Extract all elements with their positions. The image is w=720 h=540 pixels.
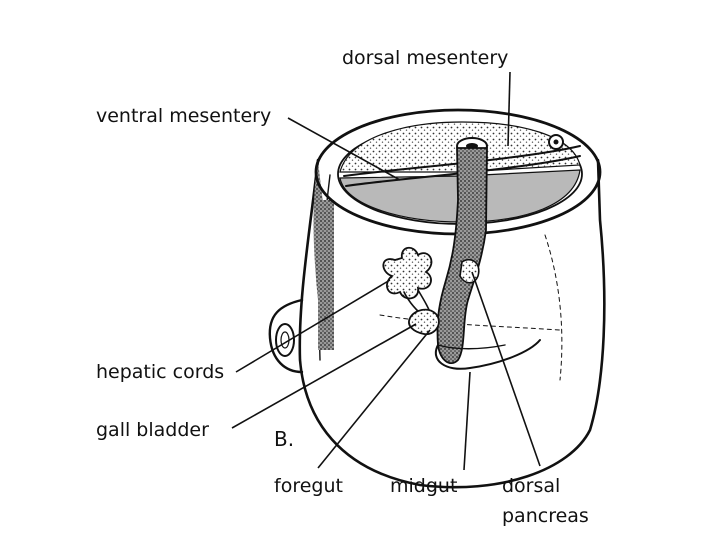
leader-lines [231, 71, 541, 471]
label-hepatic-cords: hepatic cords [96, 361, 224, 383]
label-dorsal-mesentery: dorsal mesentery [342, 47, 508, 69]
label-foregut: foregut [274, 475, 343, 497]
gall-bladder [408, 308, 440, 336]
label-gall-bladder: gall bladder [96, 419, 209, 441]
label-dorsal-pancreas-line2: pancreas [502, 505, 589, 527]
label-ventral-mesentery: ventral mesentery [96, 105, 271, 127]
label-midgut: midgut [390, 475, 457, 497]
label-dorsal-pancreas-line1: dorsal [502, 475, 560, 497]
gut-tube [435, 137, 541, 370]
panel-letter: B. [274, 427, 294, 451]
dorsal-pancreas [459, 258, 480, 284]
hepatic-cords [382, 246, 433, 319]
